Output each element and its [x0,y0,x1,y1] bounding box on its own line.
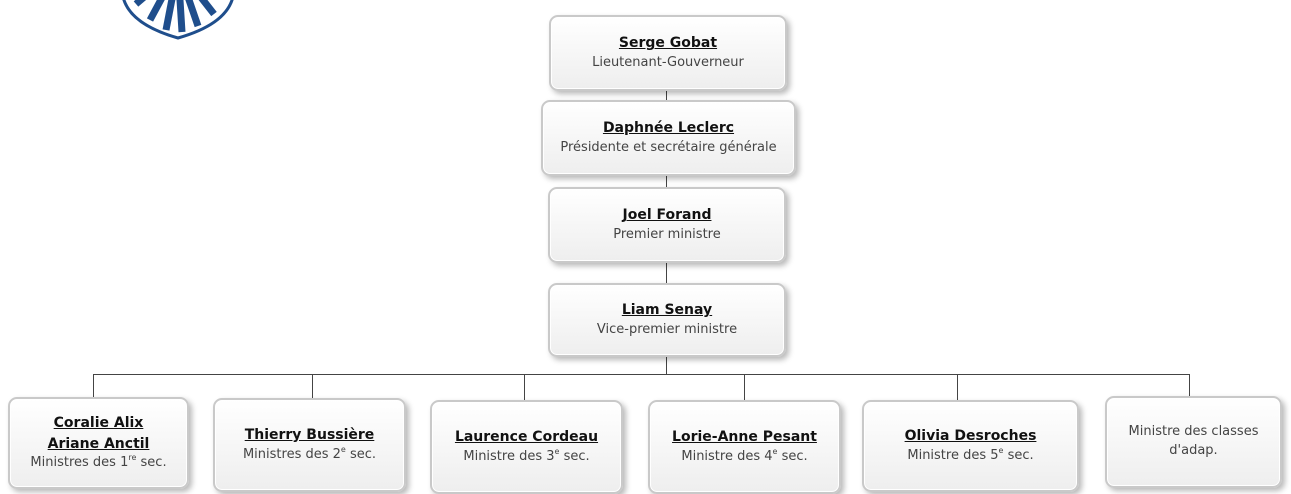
node-name: Olivia Desroches [904,428,1037,445]
connector-forand-senay [666,262,667,284]
role-suffix: sec. [559,448,590,464]
node-minister-3rd-sec: Laurence Cordeau Ministre des 3e sec. [430,400,623,494]
role-suffix: sec. [345,446,377,462]
role-ordinal: e [998,445,1004,455]
connector-senay-bus [666,356,667,374]
node-role: Premier ministre [613,226,721,242]
role-prefix: Ministres des 2 [242,446,341,462]
node-name: Joel Forand [622,207,712,224]
node-name: Thierry Bussière [244,427,375,444]
role-ordinal: e [772,446,778,456]
crest-rays [133,0,217,33]
node-name: Daphnée Leclerc [602,120,735,137]
drop-minister-1 [93,374,94,398]
node-role: Lieutenant-Gouverneur [592,54,744,70]
node-name: Lorie-Anne Pesant [672,429,817,446]
node-minister-5th-sec: Olivia Desroches Ministre des 5e sec. [862,400,1079,492]
drop-minister-5 [957,374,958,404]
node-role: Ministres des 2e sec. [242,444,377,465]
node-role: Ministre des 4e sec. [681,446,808,467]
node-lieutenant-governor: Serge Gobat Lieutenant-Gouverneur [549,15,787,91]
node-name: Liam Senay [621,302,713,319]
role-suffix: sec. [777,448,808,464]
minister-bus-line [93,374,1189,375]
node-minister-adaptation-classes: Ministre des classes d'adap. [1105,396,1282,488]
node-president-secretary: Daphnée Leclerc Présidente et secrétaire… [541,100,796,176]
role-ordinal: re [128,452,137,462]
drop-minister-2 [312,374,313,400]
role-prefix: Ministres des 1 [30,454,129,470]
node-name: Laurence Cordeau [454,429,599,446]
node-role: Présidente et secrétaire générale [560,139,777,155]
school-crest-logo [122,0,234,40]
connector-gobat-leclerc [666,90,667,102]
drop-minister-4 [744,374,745,408]
role-prefix: Ministre des 5 [907,447,999,463]
node-vice-prime-minister: Liam Senay Vice-premier ministre [548,283,786,357]
node-name: Serge Gobat [618,35,718,52]
node-minister-1st-sec: Coralie Alix Ariane Anctil Ministres des… [8,397,189,489]
drop-minister-3 [524,374,525,408]
node-role: Ministres des 1re sec. [30,452,167,473]
role-ordinal: e [340,444,346,454]
node-role: Ministre des 3e sec. [463,446,590,467]
node-prime-minister: Joel Forand Premier ministre [548,187,786,263]
role-prefix: Ministre des 4 [681,448,773,464]
role-suffix: sec. [1003,447,1034,463]
role-suffix: sec. [136,454,167,470]
node-minister-2nd-sec: Thierry Bussière Ministres des 2e sec. [213,398,406,492]
node-role: Ministre des 5e sec. [907,445,1034,466]
node-role: Vice-premier ministre [596,321,738,337]
connector-leclerc-forand [666,174,667,188]
node-name: Coralie Alix [53,415,144,432]
drop-minister-6 [1189,374,1190,406]
node-minister-4th-sec: Lorie-Anne Pesant Ministre des 4e sec. [648,400,841,494]
role-prefix: Ministre des 3 [463,448,555,464]
node-name-2: Ariane Anctil [47,435,150,452]
node-role-2: d'adap. [1169,443,1218,458]
node-role: Ministre des classes [1128,424,1259,440]
role-ordinal: e [554,446,560,456]
